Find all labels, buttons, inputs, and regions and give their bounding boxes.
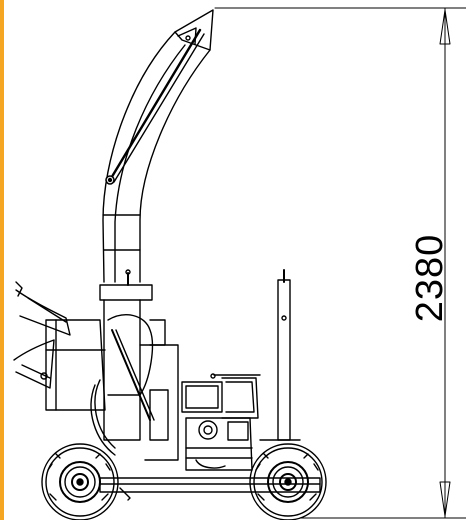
discharge-chute: [102, 9, 214, 283]
dimension-line: [214, 7, 466, 519]
cutter-housing: [90, 269, 179, 461]
accent-stripe: [0, 0, 4, 520]
engine: [181, 373, 261, 471]
tow-handle: [259, 269, 301, 441]
height-dimension-label: 2380: [409, 233, 451, 323]
feed-hopper: [13, 281, 106, 411]
front-wheel: [41, 443, 119, 520]
rear-wheel: [249, 443, 327, 520]
